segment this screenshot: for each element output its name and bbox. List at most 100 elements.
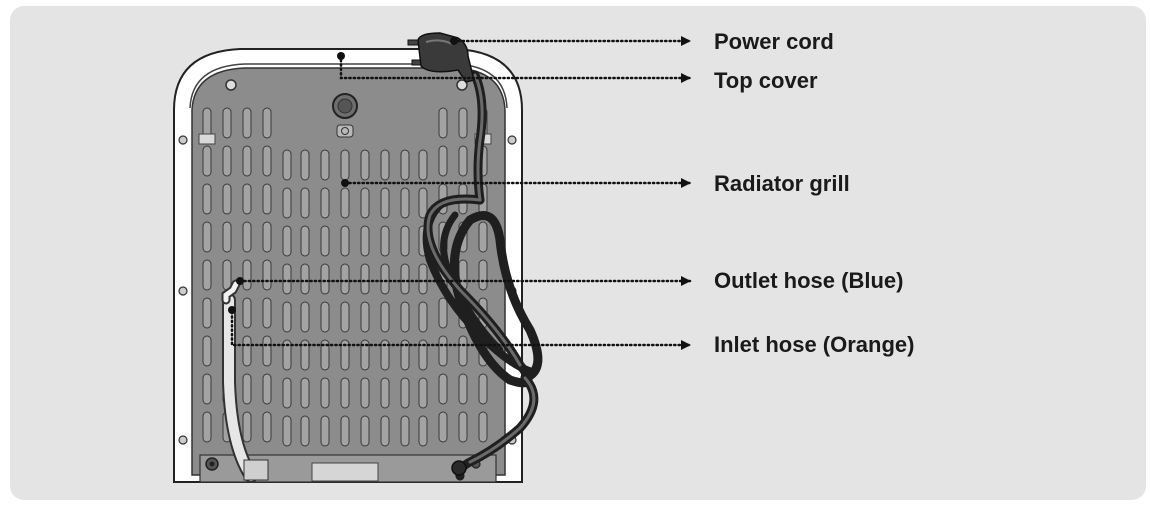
grill-slot bbox=[242, 145, 252, 177]
grill-slot bbox=[418, 301, 428, 333]
grill-slot bbox=[400, 339, 410, 371]
grill-slot bbox=[202, 411, 212, 443]
callout-dots bbox=[228, 37, 458, 314]
grill-slot bbox=[400, 377, 410, 409]
grill-slot bbox=[400, 301, 410, 333]
grill-slot bbox=[242, 411, 252, 443]
grill-slot bbox=[438, 297, 448, 329]
grill-slot bbox=[222, 145, 232, 177]
grill-slot bbox=[300, 339, 310, 371]
hose-clip bbox=[243, 459, 269, 481]
grill-slot bbox=[242, 221, 252, 253]
grill-slot bbox=[320, 225, 330, 257]
grill-slot bbox=[282, 301, 292, 333]
grill-slot bbox=[282, 339, 292, 371]
grill-slot bbox=[262, 221, 272, 253]
leader-lines bbox=[230, 36, 692, 350]
side-latch bbox=[198, 133, 216, 145]
grill-slot bbox=[320, 339, 330, 371]
label-top-cover: Top cover bbox=[714, 68, 818, 93]
grill-slot bbox=[400, 225, 410, 257]
grill-slot bbox=[380, 301, 390, 333]
top-cover bbox=[189, 63, 508, 109]
grill-slot bbox=[458, 411, 468, 443]
grill-slot bbox=[340, 225, 350, 257]
label-power-cord: Power cord bbox=[714, 29, 834, 54]
grill-slot bbox=[340, 301, 350, 333]
grill-slot bbox=[360, 415, 370, 447]
grill-slot bbox=[242, 335, 252, 367]
grill-slot bbox=[242, 107, 252, 139]
grill-slot bbox=[282, 377, 292, 409]
grill-slot bbox=[340, 415, 350, 447]
grill-slot bbox=[242, 297, 252, 329]
label-inlet-hose: Inlet hose (Orange) bbox=[714, 332, 915, 357]
grill-slot bbox=[380, 187, 390, 219]
grill-slot bbox=[262, 145, 272, 177]
grill-slot bbox=[262, 183, 272, 215]
grill-slot bbox=[262, 297, 272, 329]
grill-slot bbox=[478, 259, 488, 291]
grill-slot bbox=[418, 187, 428, 219]
grill-slot bbox=[300, 149, 310, 181]
grill-slot bbox=[400, 415, 410, 447]
grill-slot bbox=[380, 415, 390, 447]
grill-slot bbox=[320, 301, 330, 333]
grill-slot bbox=[438, 411, 448, 443]
grill-slot bbox=[400, 149, 410, 181]
grill-slot bbox=[380, 225, 390, 257]
leader-top-cover bbox=[339, 58, 692, 83]
grill-slot bbox=[380, 377, 390, 409]
grill-slot bbox=[400, 187, 410, 219]
grill-slot bbox=[478, 373, 488, 405]
plate-screw bbox=[225, 79, 237, 91]
side-screw bbox=[178, 135, 188, 145]
grill-slot bbox=[418, 339, 428, 371]
grill-slot bbox=[360, 225, 370, 257]
side-screw bbox=[178, 286, 188, 296]
grill-slot bbox=[262, 259, 272, 291]
grill-slot bbox=[418, 415, 428, 447]
grill-slot bbox=[222, 259, 232, 291]
grill-slot bbox=[360, 263, 370, 295]
grill-slot bbox=[340, 263, 350, 295]
grill-slot bbox=[242, 183, 252, 215]
grill-slot bbox=[282, 263, 292, 295]
grill-slot bbox=[202, 145, 212, 177]
grill-slot bbox=[282, 187, 292, 219]
grill-slot bbox=[202, 183, 212, 215]
grill-slot bbox=[242, 373, 252, 405]
grill-slot bbox=[438, 373, 448, 405]
grill-slot bbox=[380, 263, 390, 295]
grill-slot bbox=[320, 187, 330, 219]
grill-slot bbox=[418, 377, 428, 409]
grill-slot bbox=[380, 149, 390, 181]
grill-slot bbox=[458, 335, 468, 367]
grill-slot bbox=[202, 259, 212, 291]
grill-slot bbox=[458, 145, 468, 177]
grill-slot bbox=[360, 149, 370, 181]
grill-slot bbox=[300, 377, 310, 409]
grill-slot bbox=[458, 373, 468, 405]
grill-slot bbox=[282, 149, 292, 181]
grill-slot bbox=[222, 183, 232, 215]
grill-slot bbox=[320, 377, 330, 409]
grill-slot bbox=[282, 415, 292, 447]
grill-slot bbox=[202, 221, 212, 253]
label-outlet-hose: Outlet hose (Blue) bbox=[714, 268, 904, 293]
grill-slot bbox=[438, 145, 448, 177]
grill-slot bbox=[360, 377, 370, 409]
grill-slot bbox=[360, 187, 370, 219]
grill-slot bbox=[438, 107, 448, 139]
grill-slot bbox=[418, 149, 428, 181]
grill-slot bbox=[242, 259, 252, 291]
grill-slot bbox=[458, 107, 468, 139]
grill-slot bbox=[202, 373, 212, 405]
plate-screw bbox=[456, 79, 468, 91]
grill-slot bbox=[262, 335, 272, 367]
grill-slot bbox=[262, 107, 272, 139]
grill-slot bbox=[418, 263, 428, 295]
grill-slot bbox=[300, 187, 310, 219]
grill-slot bbox=[300, 415, 310, 447]
grill-slot bbox=[360, 339, 370, 371]
